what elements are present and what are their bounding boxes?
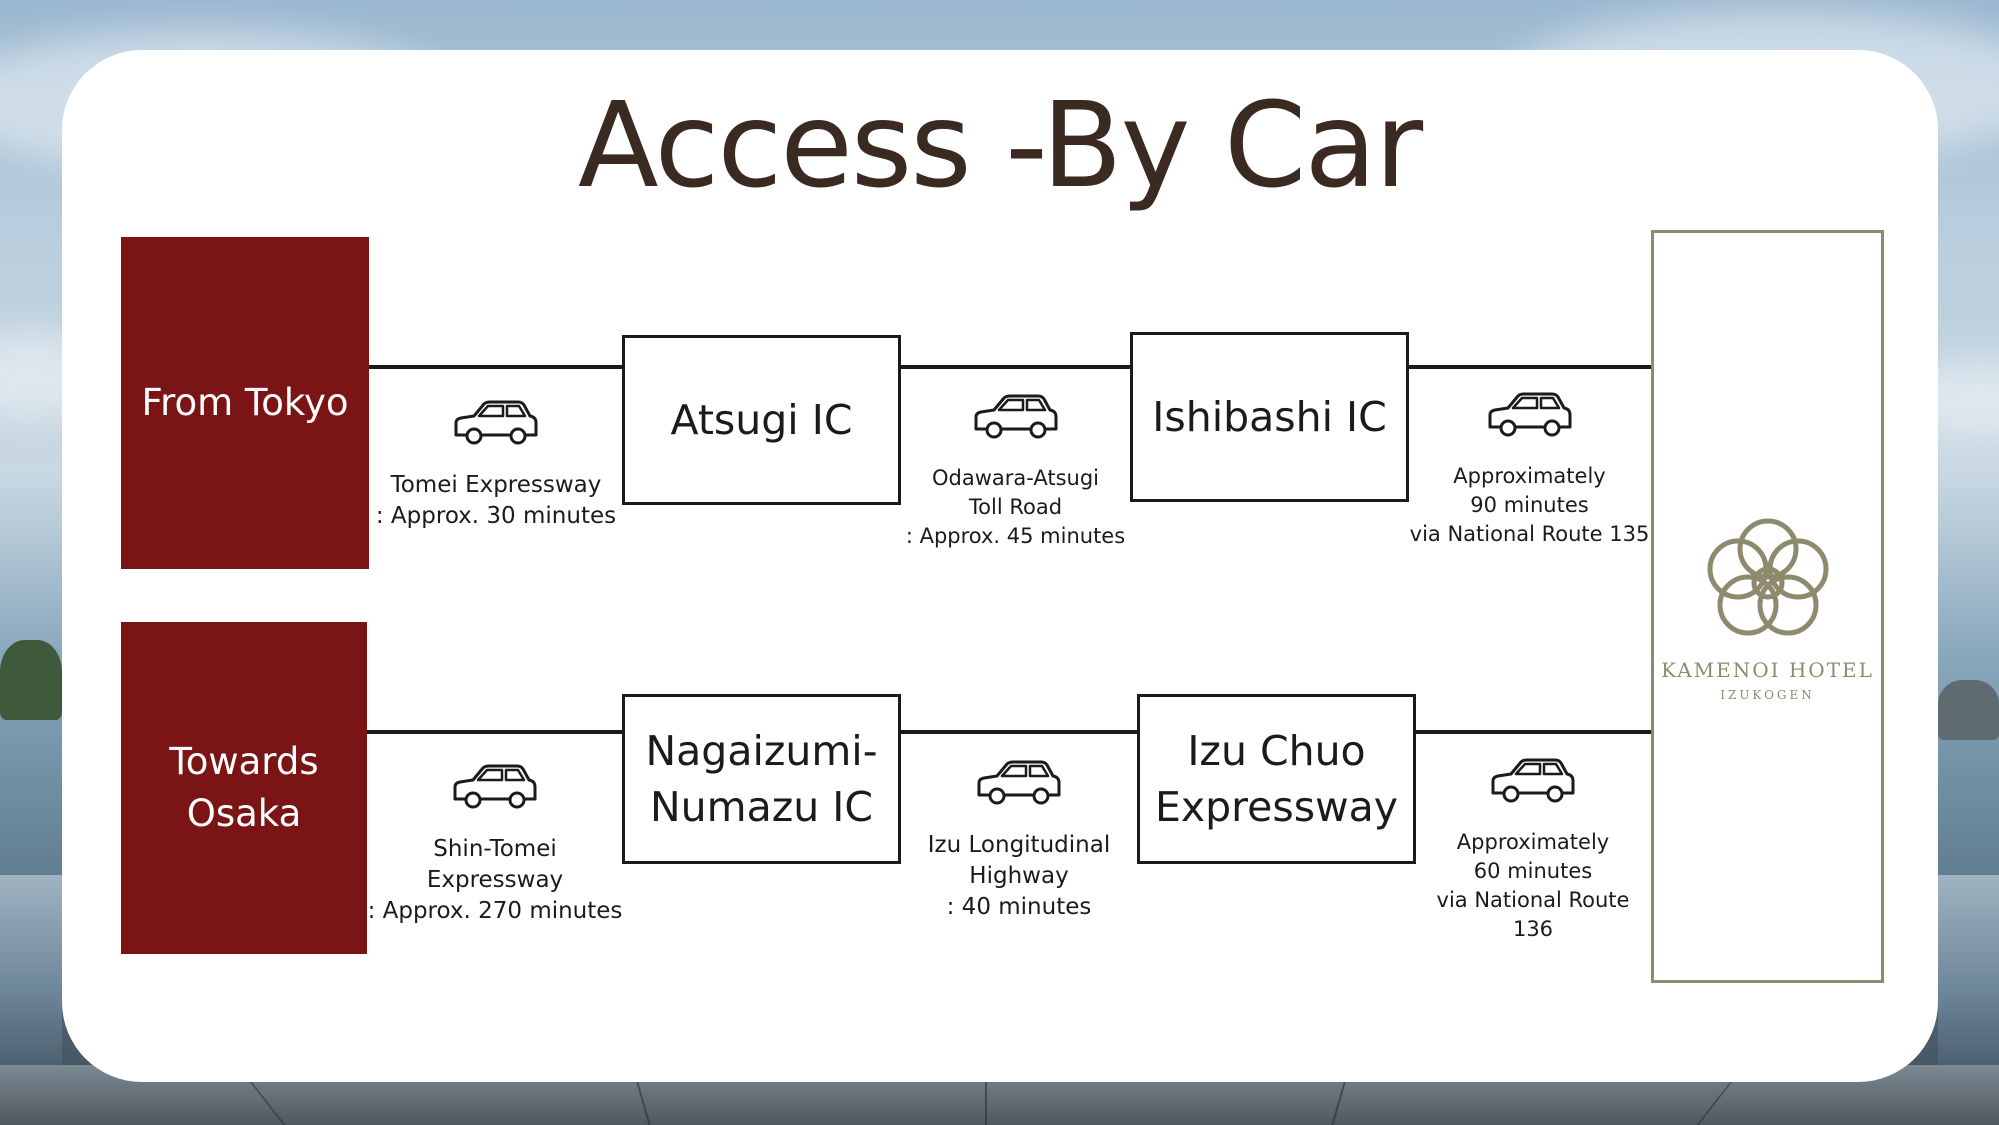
- segment-tomei-expressway: Tomei Expressway : Approx. 30 minutes: [369, 380, 623, 551]
- hotel-name: KAMENOI HOTEL: [1661, 658, 1874, 682]
- segment-label: Approximately 60 minutes via National Ro…: [1436, 830, 1630, 941]
- segment-national-route-136: Approximately 60 minutes via National Ro…: [1415, 738, 1651, 963]
- connector-line: [369, 365, 623, 369]
- node-atsugi-ic: Atsugi IC: [622, 335, 901, 505]
- segment-odawara-atsugi-toll-road: Odawara-Atsugi Toll Road : Approx. 45 mi…: [900, 374, 1131, 570]
- car-icon: [974, 394, 1057, 439]
- connector-line: [367, 730, 623, 734]
- destination-kamenoi-hotel: KAMENOI HOTEL IZUKOGEN: [1651, 230, 1884, 983]
- node-ishibashi-ic: Ishibashi IC: [1130, 332, 1409, 502]
- connector-line: [900, 365, 1131, 369]
- content-card: [62, 50, 1938, 1082]
- car-icon: [1491, 758, 1575, 803]
- segment-national-route-135: Approximately 90 minutes via National Ro…: [1408, 372, 1651, 568]
- segment-shin-tomei-expressway: Shin-Tomei Expressway : Approx. 270 minu…: [367, 744, 623, 946]
- car-icon: [453, 764, 537, 809]
- car-icon: [977, 760, 1061, 805]
- car-icon: [454, 400, 538, 445]
- origin-from-tokyo: From Tokyo: [121, 237, 369, 569]
- segment-label: Izu Longitudinal Highway : 40 minutes: [927, 832, 1111, 920]
- node-izu-chuo-expressway: Izu Chuo Expressway: [1137, 694, 1416, 864]
- segment-label: Shin-Tomei Expressway : Approx. 270 minu…: [367, 836, 623, 924]
- segment-label: Odawara-Atsugi Toll Road : Approx. 45 mi…: [905, 466, 1126, 548]
- hotel-location: IZUKOGEN: [1720, 688, 1815, 702]
- connector-line: [900, 730, 1138, 734]
- segment-label: Tomei Expressway : Approx. 30 minutes: [375, 472, 617, 529]
- connector-line: [1408, 365, 1651, 369]
- connector-line: [1415, 730, 1651, 734]
- node-nagaizumi-numazu-ic: Nagaizumi- Numazu IC: [622, 694, 901, 864]
- origin-towards-osaka: Towards Osaka: [121, 622, 367, 954]
- segment-izu-longitudinal-highway: Izu Longitudinal Highway : 40 minutes: [900, 740, 1138, 942]
- car-icon: [1488, 392, 1571, 437]
- kamenoi-knot-logo-icon: [1707, 518, 1828, 636]
- page-title: Access -By Car: [577, 76, 1423, 214]
- segment-label: Approximately 90 minutes via National Ro…: [1409, 464, 1650, 546]
